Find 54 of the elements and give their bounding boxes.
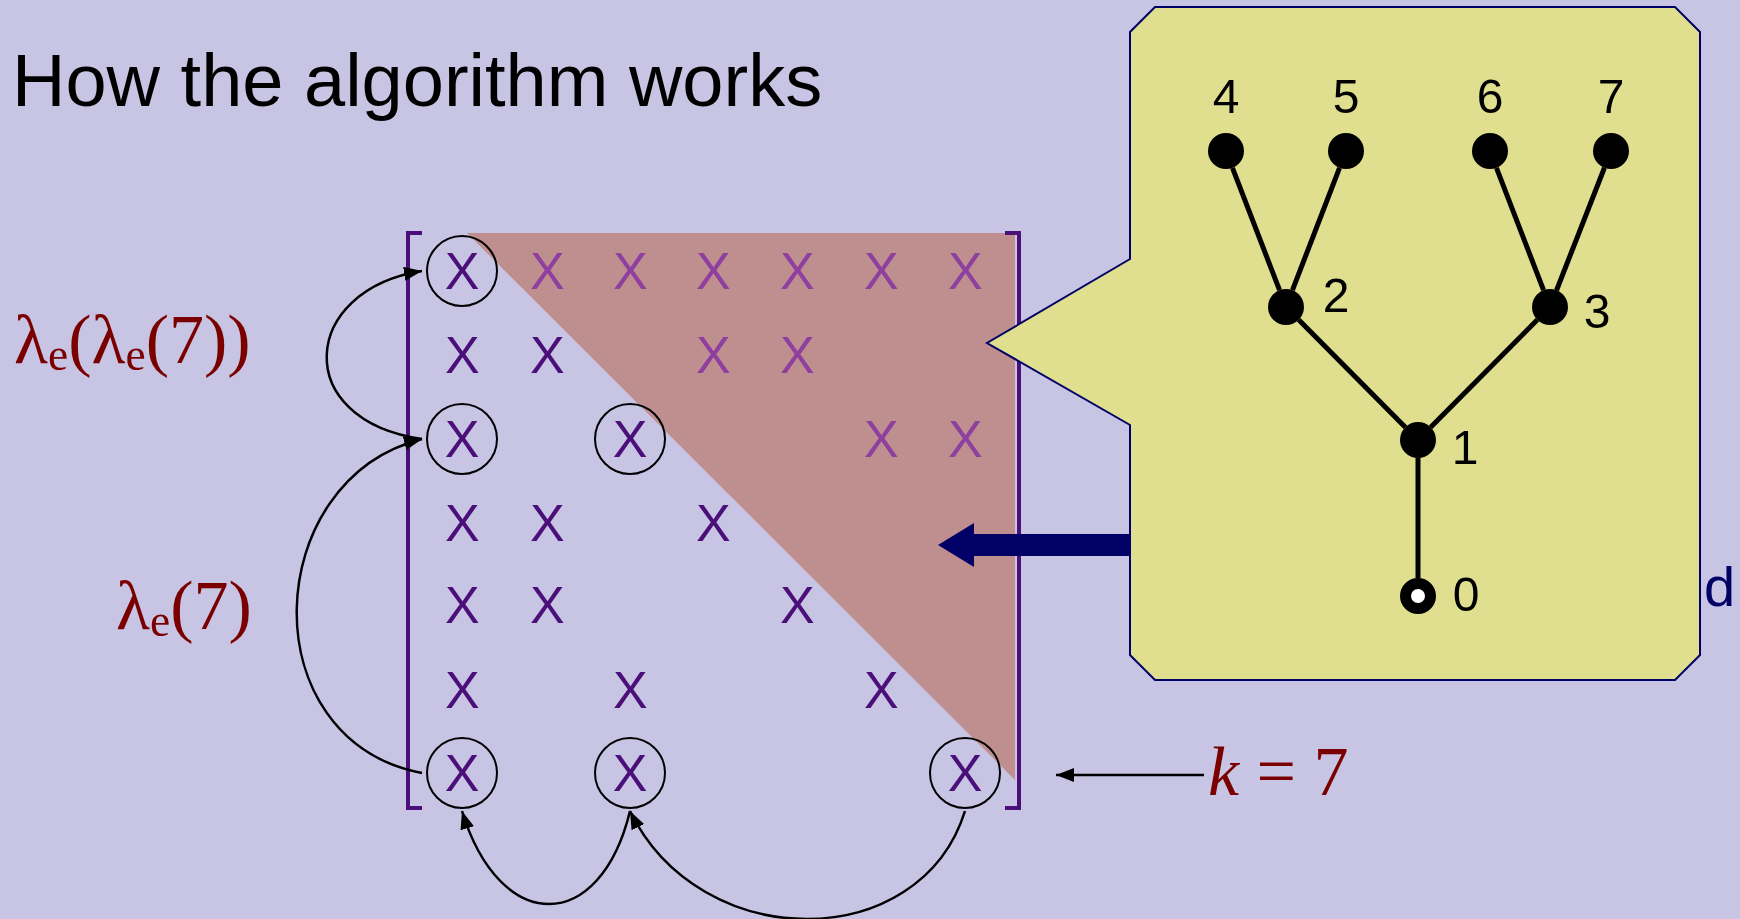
matrix-entry: X bbox=[948, 245, 983, 297]
edge-label: λ$_{e}$(λ$_{e}$(7)) bbox=[14, 300, 251, 380]
matrix-entry: X bbox=[445, 579, 480, 631]
matrix-entry: X bbox=[780, 579, 815, 631]
node-number: 1 bbox=[1450, 422, 1480, 474]
circled-entry: X bbox=[594, 403, 666, 475]
tree-branch bbox=[1494, 166, 1546, 292]
circled-entry: X bbox=[426, 235, 498, 307]
circled-entry: X bbox=[426, 403, 498, 475]
node-number: 2 bbox=[1321, 270, 1351, 322]
matrix-entry: X bbox=[445, 329, 480, 381]
callout-box bbox=[985, 5, 1702, 682]
circled-entry: X bbox=[929, 737, 1001, 809]
matrix-entry: X bbox=[613, 245, 648, 297]
matrix-entry: X bbox=[864, 245, 899, 297]
matrix-entry: X bbox=[613, 664, 648, 716]
node-number: 6 bbox=[1475, 71, 1505, 123]
tree-branch bbox=[1428, 318, 1540, 429]
tree-branch bbox=[1415, 458, 1421, 578]
arrow bbox=[1056, 768, 1204, 782]
matrix-entry: X bbox=[530, 579, 565, 631]
arrow bbox=[460, 810, 632, 906]
matrix-entry: X bbox=[696, 497, 731, 549]
matrix-entry: X bbox=[445, 664, 480, 716]
tree-branch bbox=[1230, 166, 1282, 292]
tree-branch bbox=[1554, 166, 1607, 292]
node-number: 4 bbox=[1211, 71, 1241, 123]
matrix-entry: X bbox=[696, 245, 731, 297]
title: How the algorithm works bbox=[12, 38, 823, 124]
node-number: 5 bbox=[1331, 71, 1361, 123]
node-number: 0 bbox=[1451, 569, 1481, 621]
tree-branch bbox=[1290, 166, 1342, 292]
matrix-entry: X bbox=[864, 664, 899, 716]
edge-label: λ$_{e}$(7) bbox=[116, 566, 252, 646]
text-fragment: d bbox=[1704, 555, 1736, 619]
matrix-entry: X bbox=[530, 329, 565, 381]
matrix-entry: X bbox=[780, 245, 815, 297]
arrow bbox=[628, 810, 967, 919]
matrix-entry: X bbox=[530, 245, 565, 297]
thick-arrow bbox=[938, 523, 1130, 567]
node-number: 3 bbox=[1582, 286, 1612, 338]
matrix-entry: X bbox=[864, 413, 899, 465]
matrix-entry: X bbox=[780, 329, 815, 381]
circled-entry: X bbox=[426, 737, 498, 809]
tree-branch bbox=[1296, 318, 1408, 429]
equation-label: k = 7 bbox=[1208, 732, 1349, 812]
arrow bbox=[325, 268, 423, 441]
circled-entry: X bbox=[594, 737, 666, 809]
matrix-entry: X bbox=[696, 329, 731, 381]
arrow bbox=[295, 437, 423, 775]
matrix-entry: X bbox=[445, 497, 480, 549]
matrix-entry: X bbox=[530, 497, 565, 549]
matrix-entry: X bbox=[948, 413, 983, 465]
node-number: 7 bbox=[1596, 71, 1626, 123]
